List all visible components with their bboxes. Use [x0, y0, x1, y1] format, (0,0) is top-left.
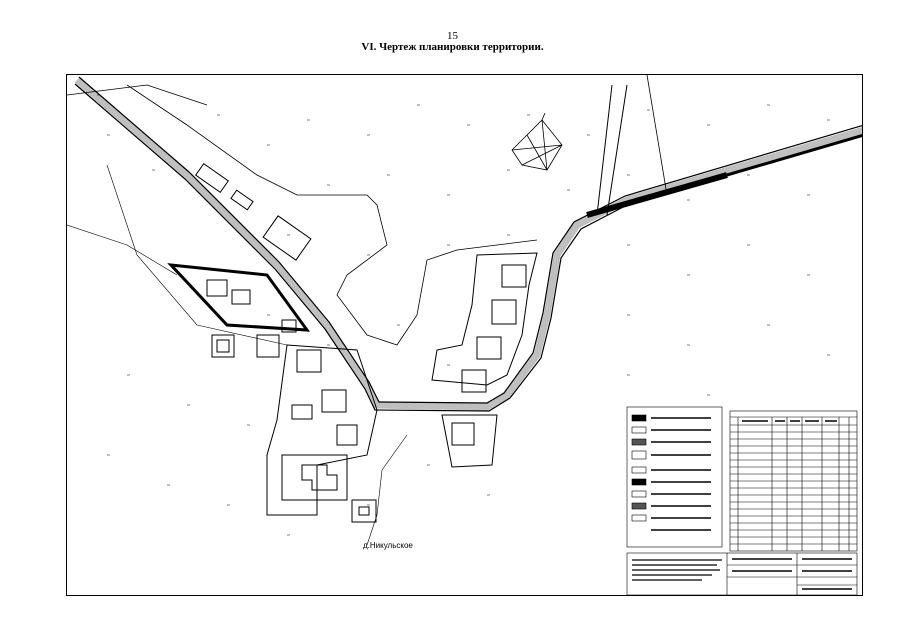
village-label: д.Никульское: [363, 541, 413, 550]
north-road: [596, 84, 628, 216]
roadside-buildings: [195, 162, 312, 261]
planning-drawing: [67, 75, 862, 595]
page-number: 15: [447, 30, 458, 42]
boundary-line: [67, 84, 208, 106]
title-block: [626, 552, 858, 595]
planning-drawing-sheet: д.Никульское: [66, 74, 863, 596]
page-title: VI. Чертеж планировки территории.: [361, 41, 544, 53]
residential-block-central: [266, 344, 378, 523]
main-road: [74, 76, 862, 412]
parcel-boundary: [126, 84, 538, 346]
grid-crosses: [97, 94, 830, 536]
stream: [366, 434, 408, 546]
wind-rose: [511, 112, 563, 171]
legend: [626, 406, 723, 548]
building-schedule-table: [729, 410, 858, 552]
residential-block-west: [167, 263, 311, 332]
residential-block-east: [431, 252, 538, 468]
road-hatch: [586, 172, 728, 218]
